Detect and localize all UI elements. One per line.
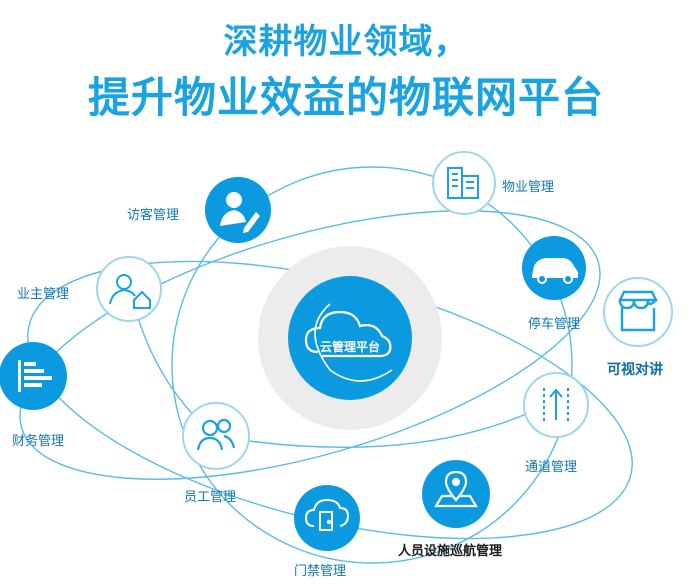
label-visitor[interactable]: 访客管理	[127, 208, 180, 223]
node-access[interactable]	[294, 485, 360, 551]
bar-list-icon	[18, 360, 52, 392]
node-parking[interactable]	[522, 236, 586, 300]
label-intercom[interactable]: 可视对讲	[607, 362, 663, 378]
label-parking[interactable]: 停车管理	[528, 317, 581, 332]
title-line-1: 深耕物业领域，	[223, 22, 469, 62]
node-finance[interactable]	[0, 342, 67, 410]
shop-icon	[618, 290, 658, 332]
node-property[interactable]	[432, 151, 496, 215]
node-intercom[interactable]	[603, 277, 673, 347]
building-icon	[447, 167, 479, 199]
cloud-door-icon	[304, 498, 350, 531]
user-home-icon	[109, 274, 151, 309]
node-channel[interactable]	[523, 372, 589, 438]
label-owner[interactable]: 业主管理	[17, 287, 70, 302]
orbit-outer	[171, 166, 573, 564]
label-access[interactable]: 门禁管理	[294, 564, 347, 579]
node-owner[interactable]	[96, 256, 162, 322]
cloud-icon	[304, 303, 393, 382]
title-line-2: 提升物业效益的物联网平台	[87, 73, 604, 122]
label-patrol[interactable]: 人员设施巡航管理	[398, 544, 503, 559]
car-icon	[532, 258, 578, 284]
user-edit-icon	[220, 192, 260, 233]
orbit-tilted-1	[19, 210, 601, 480]
node-staff[interactable]	[182, 402, 250, 470]
lane-icon	[543, 388, 569, 422]
label-finance[interactable]: 财务管理	[12, 434, 65, 449]
label-property[interactable]: 物业管理	[502, 180, 555, 195]
node-patrol[interactable]	[422, 460, 490, 528]
node-visitor[interactable]	[205, 177, 271, 243]
label-staff[interactable]: 员工管理	[184, 490, 237, 505]
center-label: 云管理平台	[319, 340, 380, 354]
label-channel[interactable]: 通道管理	[525, 460, 578, 475]
users-icon	[196, 418, 236, 451]
center-core	[288, 276, 412, 400]
orbit-arc-inner	[214, 401, 553, 449]
map-pin-icon	[434, 470, 478, 508]
